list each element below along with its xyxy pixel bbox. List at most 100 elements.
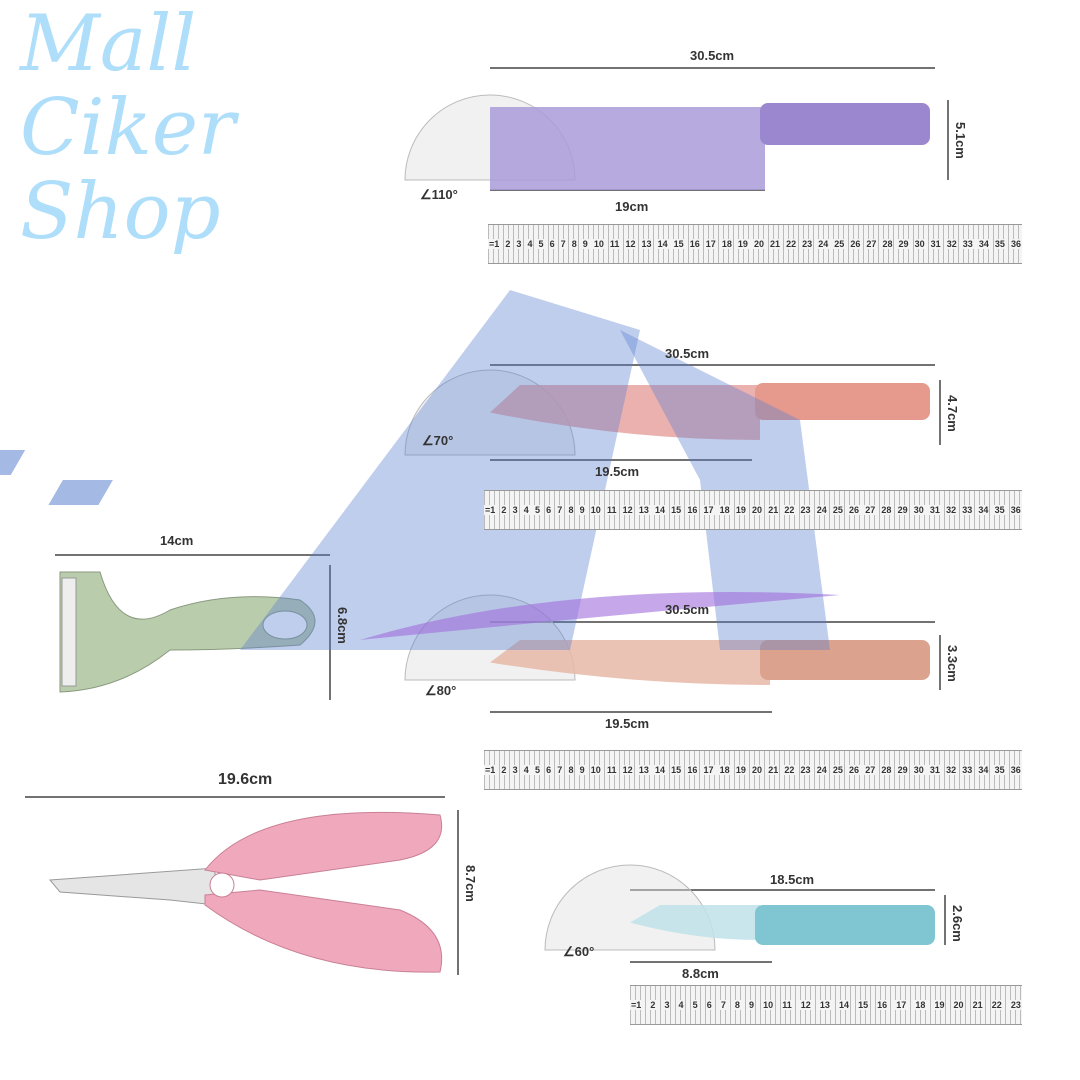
ruler-number: 27 <box>864 765 877 775</box>
ruler-number: 34 <box>977 505 990 515</box>
ruler-number: 21 <box>971 1000 984 1010</box>
ruler-number: 5 <box>691 1000 699 1010</box>
ruler-number: 22 <box>785 239 798 249</box>
knife3-blade: 19.5cm <box>605 716 650 731</box>
ruler-number: 2 <box>504 239 512 249</box>
ruler-number: 2 <box>500 505 508 515</box>
chef-knife-handle <box>760 103 930 145</box>
ruler-number: 30 <box>912 505 925 515</box>
ruler-number: 4 <box>522 765 530 775</box>
knife1-angle: ∠110° <box>420 187 458 202</box>
ruler-number: 11 <box>781 1000 793 1010</box>
ruler-number: 15 <box>857 1000 870 1010</box>
ruler-number: 3 <box>511 505 519 515</box>
ruler-number: 8 <box>567 505 575 515</box>
ruler-number: 31 <box>928 505 941 515</box>
ruler-number: 18 <box>720 239 733 249</box>
ruler-number: 7 <box>556 505 564 515</box>
ruler-number: 31 <box>928 765 941 775</box>
ruler-number: 34 <box>977 765 990 775</box>
ruler-number: 9 <box>578 765 586 775</box>
ruler-number: 21 <box>767 505 780 515</box>
peeler-width: 14cm <box>160 533 194 548</box>
ruler-number: 10 <box>592 239 605 249</box>
ruler-number: 18 <box>914 1000 927 1010</box>
ruler-number: 2 <box>649 1000 657 1010</box>
watermark-logo <box>0 290 840 650</box>
ruler-number: 6 <box>545 765 553 775</box>
ruler-number: 21 <box>767 765 780 775</box>
ruler-number: 30 <box>912 765 925 775</box>
ruler-number: 15 <box>672 239 685 249</box>
slicing-knife-handle <box>755 383 930 420</box>
ruler-number: 13 <box>637 505 650 515</box>
knife3-length: 30.5cm <box>665 602 710 617</box>
ruler-number: 19 <box>734 505 747 515</box>
knife2-angle: ∠70° <box>422 433 454 448</box>
ruler-number: 11 <box>605 505 618 515</box>
peeler <box>59 571 316 693</box>
ruler-number: 13 <box>637 765 650 775</box>
ruler-number: 24 <box>815 505 828 515</box>
ruler-number: 32 <box>945 765 958 775</box>
scissors-height: 8.7cm <box>463 865 478 902</box>
ruler-number: 10 <box>589 505 602 515</box>
ruler-number: 13 <box>818 1000 831 1010</box>
ruler-number: 16 <box>686 505 699 515</box>
ruler-number: 17 <box>702 765 715 775</box>
ruler-number: 14 <box>653 505 666 515</box>
ruler-number: 14 <box>656 239 669 249</box>
ruler-number: 5 <box>533 765 541 775</box>
dimension-lines <box>25 67 949 975</box>
ruler-number: 2 <box>500 765 508 775</box>
ruler-number: 26 <box>848 505 861 515</box>
ruler-number: 12 <box>799 1000 812 1010</box>
ruler-number: 33 <box>961 505 974 515</box>
knife4-angle: ∠60° <box>563 944 595 959</box>
ruler-number: 29 <box>897 239 910 249</box>
ruler-number: 26 <box>849 239 862 249</box>
knife2-blade: 19.5cm <box>595 464 640 479</box>
ruler-number: 35 <box>993 505 1006 515</box>
knife4-length: 18.5cm <box>770 872 815 887</box>
ruler-number: 19 <box>734 765 747 775</box>
knife3-height: 3.3cm <box>945 645 960 682</box>
ruler-number: 15 <box>670 505 683 515</box>
knife4-height: 2.6cm <box>950 905 965 942</box>
ruler-number: 5 <box>537 239 545 249</box>
ruler-number: 35 <box>993 765 1006 775</box>
ruler-number: 16 <box>686 765 699 775</box>
ruler-number: 9 <box>578 505 586 515</box>
knife4-blade: 8.8cm <box>682 966 719 981</box>
ruler-number: 29 <box>896 505 909 515</box>
ruler-number: 34 <box>977 239 990 249</box>
ruler-number: 36 <box>1009 505 1022 515</box>
ruler-number: 27 <box>865 239 878 249</box>
ruler-number: 16 <box>876 1000 889 1010</box>
paring-knife-blade <box>630 905 760 940</box>
ruler-number: 17 <box>704 239 717 249</box>
ruler-number: 21 <box>769 239 782 249</box>
scissors-width: 19.6cm <box>218 771 273 788</box>
ruler-number: 3 <box>515 239 523 249</box>
ruler-number: 31 <box>929 239 942 249</box>
ruler-number: 19 <box>933 1000 946 1010</box>
ruler-number: 3 <box>663 1000 671 1010</box>
scissors <box>48 811 443 973</box>
ruler-number: 15 <box>670 765 683 775</box>
ruler-number: 22 <box>783 505 796 515</box>
ruler-number: =1 <box>484 505 497 515</box>
ruler-number: 10 <box>762 1000 775 1010</box>
ruler-number: 12 <box>621 765 634 775</box>
ruler-number: 22 <box>783 765 796 775</box>
knife2-length: 30.5cm <box>665 346 710 361</box>
ruler-number: 28 <box>880 765 893 775</box>
bread-knife-handle <box>760 640 930 680</box>
ruler-number: 33 <box>961 765 974 775</box>
ruler-number: 12 <box>624 239 637 249</box>
ruler-number: 18 <box>718 765 731 775</box>
ruler-number: 22 <box>990 1000 1003 1010</box>
